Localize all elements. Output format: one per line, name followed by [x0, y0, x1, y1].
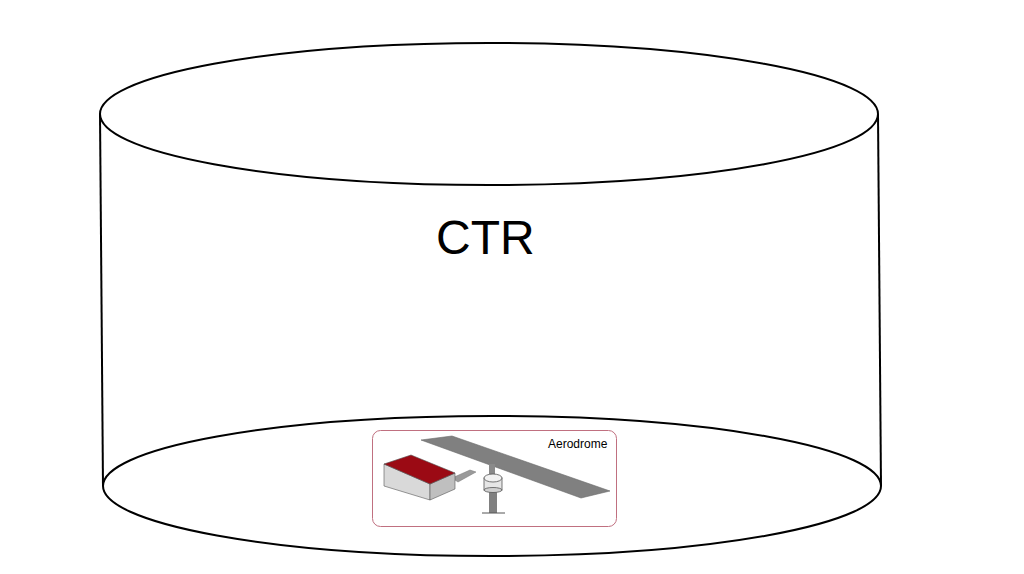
airspace-zone: CTR Aerodrome — [98, 40, 884, 560]
aerodrome-box: Aerodrome — [372, 430, 617, 527]
zone-label: CTR — [436, 210, 535, 265]
aerodrome-label: Aerodrome — [548, 437, 607, 451]
